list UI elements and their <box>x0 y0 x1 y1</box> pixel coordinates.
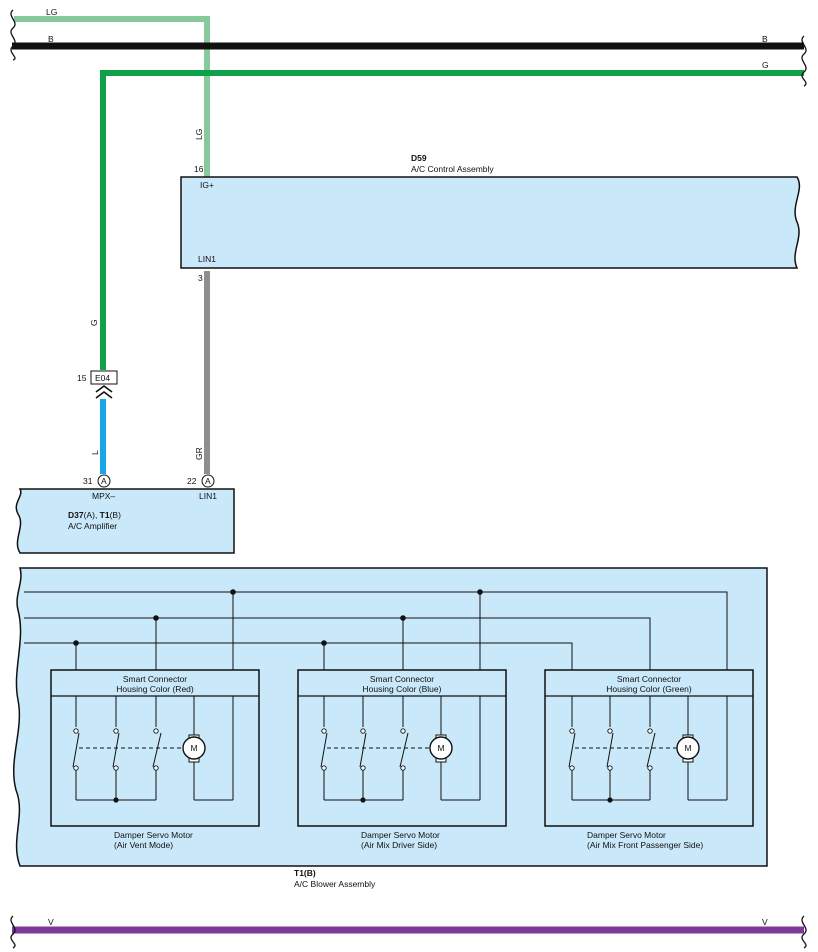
blower-code: T1(B) <box>294 868 316 878</box>
junction-pin-number: 15 <box>77 373 87 383</box>
motor-3-caption-line1: Damper Servo Motor <box>587 830 666 840</box>
motor-3-icon <box>676 736 700 760</box>
motor-2-caption-line2: (Air Mix Driver Side) <box>361 840 437 850</box>
motor-3-caption-line2: (Air Mix Front Passenger Side) <box>587 840 703 850</box>
d59-pin-lin-number: 3 <box>198 273 203 283</box>
junction-code: E04 <box>95 373 110 383</box>
wire-gr-label: GR <box>194 447 204 460</box>
d59-code: D59 <box>411 153 427 163</box>
amplifier-name: A/C Amplifier <box>68 521 117 531</box>
motor-2-icon <box>429 736 453 760</box>
damper-servo-motor-2 <box>297 669 507 827</box>
amplifier-pin2-name: LIN1 <box>199 491 217 501</box>
motor-3-connector-line1: Smart Connector <box>617 674 681 684</box>
d59-pin-ig-number: 16 <box>194 164 204 174</box>
wire-break-left <box>10 9 16 61</box>
wire-lg <box>14 16 210 178</box>
motor-2-connector-line1: Smart Connector <box>370 674 434 684</box>
motor-1-connector-line2: Housing Color (Red) <box>116 684 194 694</box>
blower-junction-dots <box>73 589 483 646</box>
motor-2-connector-line2: Housing Color (Blue) <box>363 684 442 694</box>
wire-break-right <box>801 35 807 87</box>
bus-b-label-right: B <box>762 34 768 44</box>
motor-1-symbol: M <box>190 743 197 753</box>
d59-pin-lin-name: LIN1 <box>198 254 216 264</box>
amplifier-pin1-number: 31 <box>83 476 93 486</box>
blower-name: A/C Blower Assembly <box>294 879 376 889</box>
wire-g-vertical-label: G <box>89 319 99 326</box>
d59-pin-ig-name: IG+ <box>200 180 214 190</box>
damper-servo-motor-3 <box>544 669 754 827</box>
junction-chevron-icon <box>95 385 113 399</box>
motor-1-caption-line2: (Air Vent Mode) <box>114 840 173 850</box>
d59-control-assembly <box>180 176 801 269</box>
amplifier-pin2-connector-letter: A <box>205 476 211 486</box>
d59-name: A/C Control Assembly <box>411 164 494 174</box>
wire-v-break-right <box>801 915 807 949</box>
bus-b-label-left: B <box>48 34 54 44</box>
motor-1-connector-line1: Smart Connector <box>123 674 187 684</box>
amplifier-pin1-connector <box>97 474 111 488</box>
wire-g <box>100 70 804 370</box>
wire-v-label-right: V <box>762 917 768 927</box>
junction-connector-e04 <box>90 370 118 385</box>
motor-3-symbol: M <box>684 743 691 753</box>
motor-3-connector-line2: Housing Color (Green) <box>606 684 692 694</box>
motor-1-caption-line1: Damper Servo Motor <box>114 830 193 840</box>
ac-amplifier <box>15 488 235 554</box>
damper-servo-motor-1 <box>50 669 260 827</box>
wire-lg-vertical-label: LG <box>194 129 204 140</box>
amplifier-pin1-name: MPX– <box>92 491 115 501</box>
motor-1-icon <box>182 736 206 760</box>
wire-v-label-left: V <box>48 917 54 927</box>
motor-2-caption-line1: Damper Servo Motor <box>361 830 440 840</box>
motor-2-symbol: M <box>437 743 444 753</box>
wire-l-label: L <box>90 450 100 455</box>
bus-g-label-right: G <box>762 60 769 70</box>
amplifier-pin2-number: 22 <box>187 476 197 486</box>
wire-v-break-left <box>10 915 16 949</box>
amplifier-pin1-connector-letter: A <box>101 476 107 486</box>
bus-lg-label: LG <box>46 7 57 17</box>
amplifier-pin2-connector <box>201 474 215 488</box>
bus-wires <box>10 9 807 370</box>
amplifier-code: D37(A), T1(B) <box>68 510 121 520</box>
blower-internal-wiring <box>24 591 728 670</box>
